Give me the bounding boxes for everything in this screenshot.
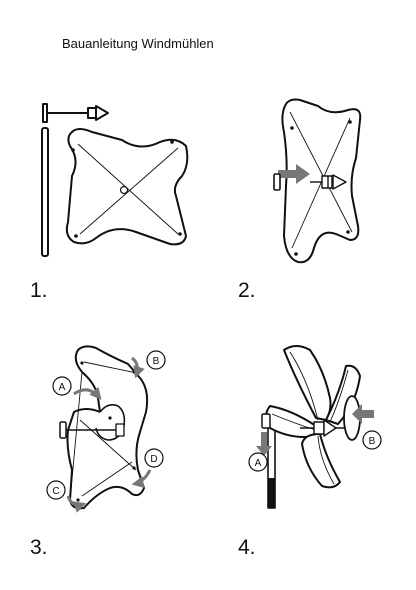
step-4-illustration (261, 345, 361, 509)
pin-part (42, 103, 109, 123)
svg-text:A: A (59, 382, 66, 393)
callout-c: C (46, 480, 66, 500)
callout-b: B (146, 350, 166, 370)
callout-d: D (144, 448, 164, 468)
wooden-stick (41, 127, 49, 257)
callout-a: A (52, 376, 72, 396)
pin-part (310, 174, 347, 190)
page-title: Bauanleitung Windmühlen (62, 36, 214, 51)
step-3-illustration (59, 345, 152, 513)
svg-text:B: B (153, 356, 160, 367)
fold-arrows (66, 356, 152, 513)
callout-a-step4: A (248, 452, 268, 472)
push-arrows (256, 404, 374, 456)
step-1-number: 1. (30, 279, 48, 302)
callout-b-step4: B (362, 430, 382, 450)
insert-arrow (278, 164, 310, 184)
pin-head (59, 421, 67, 439)
svg-text:A: A (255, 458, 262, 469)
pin-head (273, 173, 281, 191)
step-3-number: 3. (30, 536, 48, 559)
svg-text:D: D (150, 454, 157, 465)
svg-text:B: B (369, 436, 376, 447)
step-2-number: 2. (238, 279, 256, 302)
step-2-illustration (273, 98, 362, 264)
step-1-illustration (41, 103, 189, 257)
blade-upper (283, 345, 332, 421)
svg-text:C: C (52, 486, 59, 497)
step-4-number: 4. (238, 536, 256, 559)
pinwheel-sheet (65, 128, 189, 246)
blade-lower (301, 433, 341, 489)
